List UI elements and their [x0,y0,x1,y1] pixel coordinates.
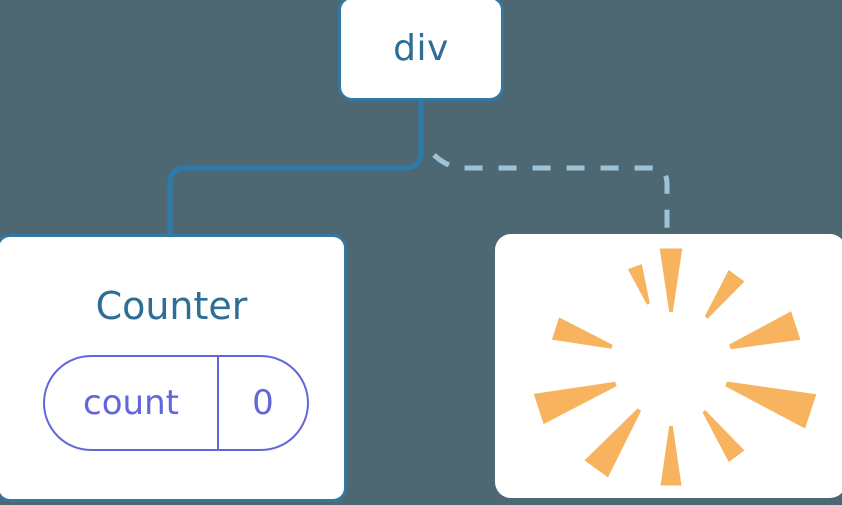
sparkle-ray [627,264,650,305]
sparkle-ray [725,381,817,429]
sparkle-ray [551,317,613,349]
sparkle-ray [533,381,617,425]
sparkle-ray [704,270,745,319]
node-counter-title: Counter [95,284,248,328]
sparkle-ray [584,408,641,478]
state-pill-value: 0 [252,383,274,423]
sparkle-ray [659,248,683,312]
edge-div-to-counter [167,98,424,239]
sparkle-ray [660,426,682,486]
node-div[interactable]: div [338,0,504,101]
node-counter[interactable]: Counter count 0 [0,234,347,502]
node-div-label: div [393,27,449,69]
edge-div-to-sparkle [432,153,670,236]
sparkle-ray [729,311,801,350]
node-sparkle[interactable] [495,234,842,498]
sparkle-ray [702,410,745,462]
state-pill-key: count [45,357,219,449]
state-pill[interactable]: count 0 [43,355,309,451]
sparkle-burst-icon [533,248,817,486]
